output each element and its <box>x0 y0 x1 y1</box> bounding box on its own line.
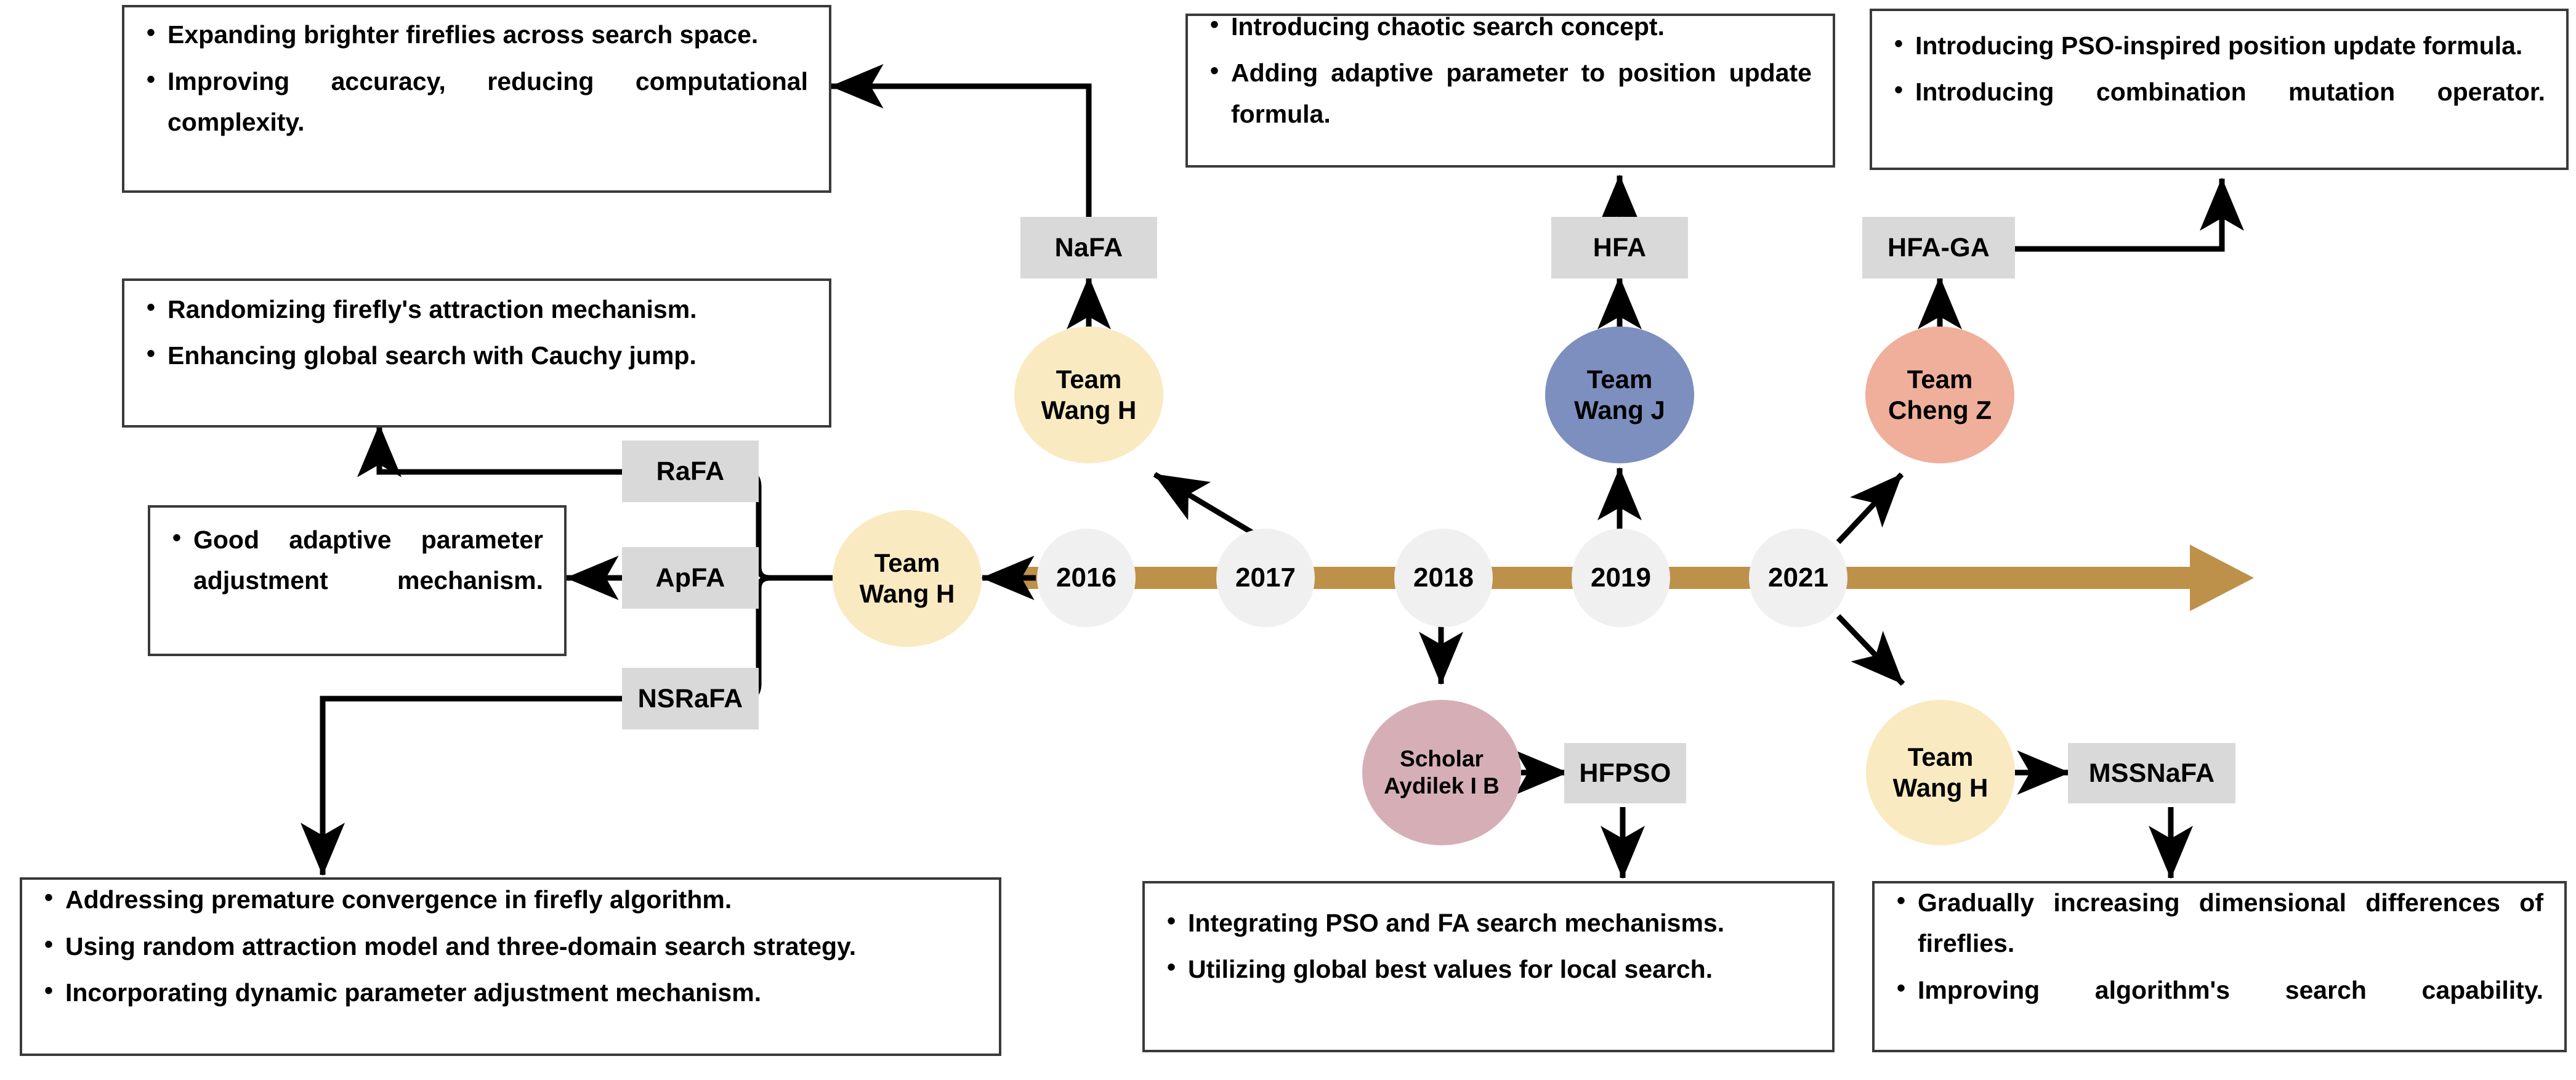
connector-hfa-ga-to-desc <box>1997 177 2244 252</box>
node-year-2016[interactable]: 2016 <box>1037 529 1136 627</box>
node-line-2: Wang H <box>1041 396 1137 424</box>
bullet: Using random attraction model and three-… <box>41 925 978 967</box>
node-line-1: Scholar <box>1400 745 1484 771</box>
bullet: Improving accuracy, reducing computation… <box>143 60 808 184</box>
year-label: 2016 <box>1056 562 1116 593</box>
arrow-2021-to-team-cheng-z <box>1836 472 1904 545</box>
arrow-2017-to-team-wang-h <box>1153 472 1262 540</box>
node-team-wang-j[interactable]: Team Wang J <box>1545 327 1694 463</box>
bullet: Introducing combination mutation operato… <box>1891 70 2545 153</box>
bullet: Utilizing global best values for local s… <box>1163 948 1811 1031</box>
year-label: 2021 <box>1768 562 1828 593</box>
tag-nsrafa[interactable]: NSRaFA <box>622 668 759 729</box>
bullet: Expanding brighter fireflies across sear… <box>143 13 808 55</box>
tag-rafa[interactable]: RaFA <box>622 441 759 502</box>
bullet: Adding adaptive parameter to position up… <box>1206 51 1812 175</box>
node-year-2019[interactable]: 2019 <box>1572 529 1670 627</box>
bullet: Enhancing global search with Cauchy jump… <box>143 334 808 417</box>
arrow-nsrafa-to-desc <box>301 696 622 876</box>
node-line-1: Team <box>1586 364 1653 394</box>
tag-hfa-ga[interactable]: HFA-GA <box>1862 217 2015 278</box>
tag-hfa[interactable]: HFA <box>1551 217 1688 278</box>
node-line-2: Cheng Z <box>1888 396 1992 424</box>
rafa-description-box: Randomizing firefly's attraction mechani… <box>122 278 831 428</box>
tag-mssnafa[interactable]: MSSNaFA <box>2068 743 2235 803</box>
mssnafa-description-box: Gradually increasing dimensional differe… <box>1872 881 2567 1052</box>
tag-nafa[interactable]: NaFA <box>1020 217 1157 278</box>
node-team-cheng-z[interactable]: Team Cheng Z <box>1865 327 2014 463</box>
bullet: Gradually increasing dimensional differe… <box>1893 881 2543 964</box>
node-scholar-aydilek[interactable]: Scholar Aydilek I B <box>1362 700 1521 845</box>
node-team-wang-h-2017[interactable]: Team Wang H <box>1014 327 1163 463</box>
node-year-2021[interactable]: 2021 <box>1749 529 1847 627</box>
year-label: 2017 <box>1235 562 1296 593</box>
hfa-description-box: Introducing chaotic search concept. Addi… <box>1185 5 1835 168</box>
bullet: Integrating PSO and FA search mechanisms… <box>1163 901 1811 943</box>
node-year-2018[interactable]: 2018 <box>1394 529 1493 627</box>
connector-nafa-to-desc <box>830 64 1092 227</box>
node-line-1: Team <box>1907 742 1974 771</box>
node-line-2: Wang H <box>859 579 955 608</box>
hfpso-description-box: Integrating PSO and FA search mechanisms… <box>1142 881 1835 1052</box>
node-year-2017[interactable]: 2017 <box>1216 529 1315 627</box>
year-label: 2019 <box>1591 562 1651 593</box>
bullet: Introducing chaotic search concept. <box>1206 5 1812 47</box>
year-label: 2018 <box>1413 562 1474 593</box>
nafa-description-box: Expanding brighter fireflies across sear… <box>122 5 831 193</box>
bullet: Good adaptive parameter adjustment mecha… <box>169 518 543 642</box>
node-line-2: Aydilek I B <box>1384 773 1500 798</box>
node-line-2: Wang J <box>1574 396 1665 424</box>
bullet: Improving algorithm's search capability. <box>1893 968 2543 1052</box>
arrow-rafa-to-desc <box>357 424 622 477</box>
node-team-wang-h-2021[interactable]: Team Wang H <box>1866 700 2015 845</box>
tag-apfa[interactable]: ApFA <box>622 547 759 609</box>
tag-hfpso[interactable]: HFPSO <box>1564 743 1686 803</box>
node-line-2: Wang H <box>1892 773 1989 802</box>
arrow-2021-to-team-wang-h-2021 <box>1836 614 1905 686</box>
node-line-1: Team <box>874 548 940 577</box>
node-team-wang-h-left[interactable]: Team Wang H <box>833 510 982 647</box>
apfa-description-box: Good adaptive parameter adjustment mecha… <box>148 505 567 656</box>
nsrafa-description-box: Addressing premature convergence in fire… <box>20 877 1001 1056</box>
hfa-ga-description-box: Introducing PSO-inspired position update… <box>1870 9 2569 170</box>
node-line-1: Team <box>1907 364 1973 394</box>
bullet: Introducing PSO-inspired position update… <box>1891 24 2545 66</box>
bullet: Incorporating dynamic parameter adjustme… <box>41 971 978 1054</box>
bullet: Randomizing firefly's attraction mechani… <box>143 288 808 330</box>
node-line-1: Team <box>1056 364 1122 394</box>
bullet: Addressing premature convergence in fire… <box>41 878 978 920</box>
